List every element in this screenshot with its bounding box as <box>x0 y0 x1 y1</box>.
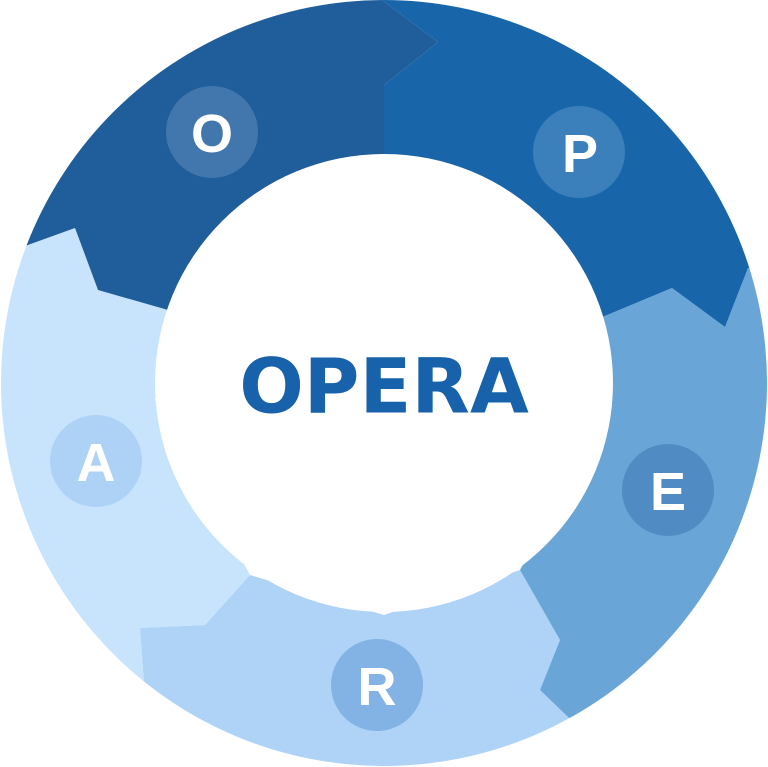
center-disc <box>155 154 613 612</box>
letter-o: O <box>191 104 233 164</box>
letter-badge-a: A <box>50 415 142 507</box>
badge-circle-p <box>533 106 625 198</box>
letter-a: A <box>77 433 116 493</box>
letter-e: E <box>650 462 686 522</box>
center-title: OPERA <box>239 342 529 431</box>
letter-badge-e: E <box>622 444 714 536</box>
letter-p: P <box>562 124 598 184</box>
badge-circle-r <box>331 639 423 731</box>
letter-badge-o: O <box>166 86 258 178</box>
letter-r: R <box>358 657 397 717</box>
badge-circle-a <box>50 415 142 507</box>
badge-circle-e <box>622 444 714 536</box>
letter-badge-r: R <box>331 639 423 731</box>
letter-badge-p: P <box>533 106 625 198</box>
badge-circle-o <box>166 86 258 178</box>
